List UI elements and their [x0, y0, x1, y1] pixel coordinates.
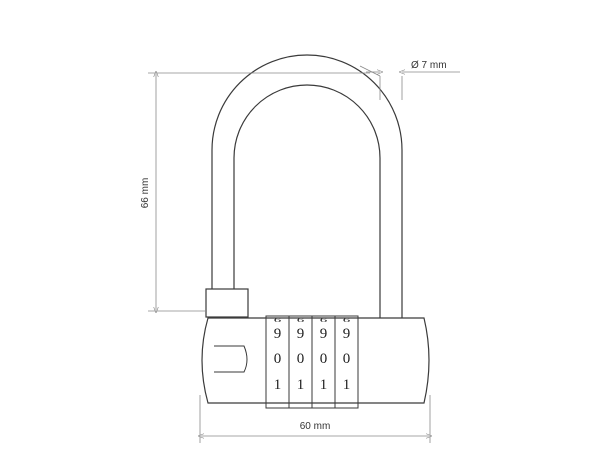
diameter-label: Ø 7 mm — [411, 60, 447, 71]
wheel-digit: 6 — [343, 316, 351, 324]
wheel-digit: 1 — [320, 377, 328, 393]
wheel-digit: 9 — [274, 326, 282, 342]
width-dimension: 60 mm — [200, 395, 430, 443]
wheel-digit: 0 — [274, 351, 282, 367]
wheel-digit: 9 — [297, 326, 305, 342]
wheel-digit: 9 — [320, 326, 328, 342]
shackle-collar — [205, 288, 249, 318]
width-label: 60 mm — [300, 421, 331, 432]
wheel-digit: 1 — [274, 377, 282, 393]
wheel-digit: 9 — [343, 326, 351, 342]
wheel-digit: 1 — [297, 377, 305, 393]
diameter-dimension: Ø 7 mm — [359, 60, 460, 100]
wheel-digit: 6 — [320, 316, 328, 324]
wheel-digit: 6 — [274, 316, 282, 324]
height-label: 66 mm — [140, 178, 151, 209]
lock-body — [201, 317, 430, 404]
shackle — [211, 54, 403, 318]
wheel-digit: 6 — [297, 316, 305, 324]
wheel-digit: 0 — [343, 351, 351, 367]
height-dimension: 66 mm — [140, 73, 370, 311]
wheel-digit: 0 — [320, 351, 328, 367]
wheel-digit: 1 — [343, 377, 351, 393]
wheel-digit: 0 — [297, 351, 305, 367]
